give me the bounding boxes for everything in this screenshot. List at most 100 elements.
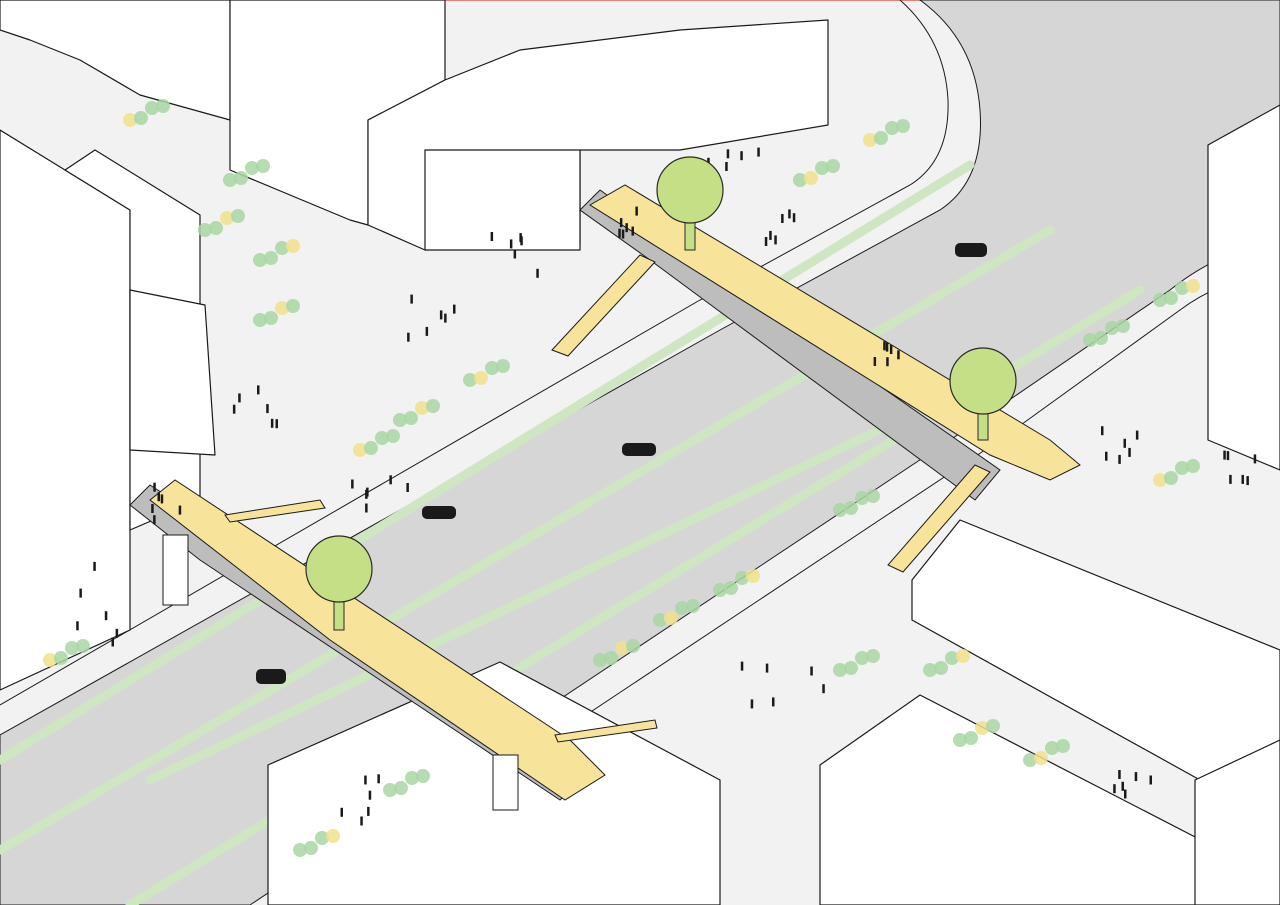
bridge-east-stair-east: [887, 464, 991, 573]
pedestrian: [1124, 789, 1127, 799]
small-tree: [855, 491, 869, 505]
small-tree: [1045, 741, 1059, 755]
small-tree: [964, 731, 978, 745]
pedestrian: [765, 663, 769, 673]
pedestrian: [232, 404, 236, 414]
small-tree: [1153, 293, 1167, 307]
small-tree: [404, 411, 418, 425]
small-tree: [463, 373, 477, 387]
small-tree: [593, 653, 607, 667]
pedestrian: [1134, 772, 1138, 782]
bridge-west-stair-north: [224, 499, 326, 523]
small-tree: [234, 171, 248, 185]
small-tree: [286, 239, 300, 253]
small-tree: [793, 173, 807, 187]
small-tree: [231, 209, 245, 223]
pedestrian: [1229, 474, 1232, 484]
small-tree: [923, 663, 937, 677]
small-tree: [286, 299, 300, 313]
small-tree: [934, 661, 948, 675]
bridge-west-stair-south: [554, 719, 658, 743]
small-tree: [804, 171, 818, 185]
pedestrian: [425, 326, 429, 336]
small-trees: [43, 99, 1200, 857]
small-tree: [863, 133, 877, 147]
pedestrian: [520, 236, 523, 246]
pedestrian: [740, 661, 744, 671]
small-tree: [123, 113, 137, 127]
small-tree: [1153, 473, 1167, 487]
small-tree: [626, 639, 640, 653]
cars: [256, 243, 987, 684]
small-tree: [474, 371, 488, 385]
building-bottom-right-corner: [1194, 739, 1280, 905]
small-tree: [664, 611, 678, 625]
car: [422, 506, 456, 519]
pedestrian: [621, 229, 625, 239]
small-tree: [953, 733, 967, 747]
pedestrian: [1246, 476, 1249, 486]
pedestrian: [1223, 450, 1226, 460]
pedestrian: [266, 404, 269, 414]
pedestrian: [360, 816, 363, 826]
pedestrian: [635, 206, 638, 216]
small-tree: [826, 159, 840, 173]
pedestrian: [1241, 474, 1244, 484]
small-tree: [686, 599, 700, 613]
small-tree: [253, 253, 267, 267]
pedestrian: [726, 149, 730, 159]
small-tree: [426, 399, 440, 413]
large-tree-1: [656, 156, 724, 251]
pedestrian: [238, 393, 241, 403]
bridge-west: [129, 479, 658, 811]
small-tree: [209, 221, 223, 235]
small-tree: [1186, 279, 1200, 293]
bridge-east-side: [579, 189, 1001, 501]
small-tree: [724, 581, 738, 595]
pedestrian: [444, 313, 447, 323]
small-tree: [1175, 281, 1189, 295]
large-trees: [305, 156, 1017, 631]
small-tree: [245, 161, 259, 175]
small-tree: [415, 401, 429, 415]
pedestrian: [757, 147, 760, 157]
pedestrian: [377, 774, 380, 784]
small-tree: [264, 251, 278, 265]
pedestrian: [157, 492, 160, 502]
small-tree: [604, 651, 618, 665]
small-tree: [264, 311, 278, 325]
median-strip: [0, 160, 975, 765]
bridge-west-pier-south: [492, 754, 519, 811]
small-tree: [275, 241, 289, 255]
pedestrian: [885, 342, 889, 352]
building-left-lower: [129, 289, 216, 456]
pedestrian: [364, 775, 367, 785]
small-tree: [855, 651, 869, 665]
bridge-west-deck: [149, 479, 606, 801]
pedestrian: [509, 239, 513, 249]
pedestrian: [764, 237, 768, 246]
small-tree: [1094, 331, 1108, 345]
small-tree: [1164, 291, 1178, 305]
pedestrian: [788, 209, 791, 219]
car: [955, 243, 987, 257]
small-tree: [975, 721, 989, 735]
pedestrian: [873, 357, 877, 366]
small-tree: [885, 121, 899, 135]
pedestrian: [781, 214, 784, 223]
pedestrian: [1113, 784, 1116, 794]
pedestrian: [365, 503, 368, 513]
small-tree: [364, 441, 378, 455]
building-right-tall: [1207, 104, 1280, 471]
small-tree: [653, 613, 667, 627]
bridge-east-stair-west: [551, 254, 656, 357]
small-tree: [315, 831, 329, 845]
small-tree: [746, 569, 760, 583]
pedestrian: [1123, 438, 1126, 448]
small-tree: [815, 161, 829, 175]
pedestrian: [76, 621, 79, 631]
small-tree: [833, 503, 847, 517]
pedestrian: [886, 357, 889, 367]
pedestrian: [792, 213, 796, 223]
